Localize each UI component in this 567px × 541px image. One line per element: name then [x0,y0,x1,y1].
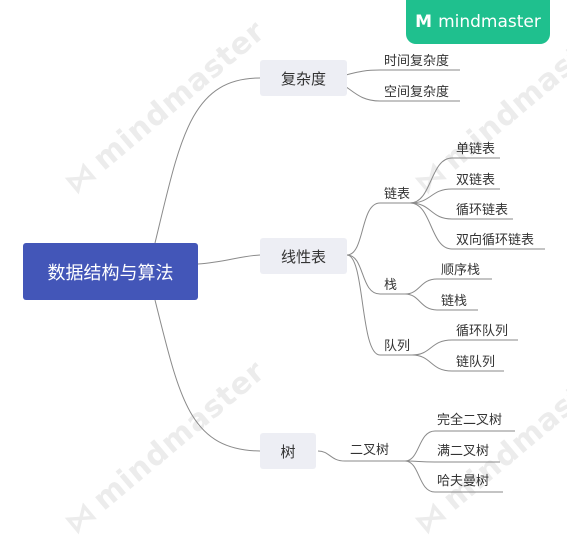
leaf-singly-linked[interactable]: 单链表 [456,142,496,157]
topic-complexity[interactable]: 复杂度 [260,60,347,96]
leaf-sequential-stack[interactable]: 顺序栈 [441,263,481,278]
subtopic-queue[interactable]: 队列 [384,339,411,354]
connector-lines [154,69,545,493]
connector-stack-linked [404,293,478,311]
subtopic-binary-tree[interactable]: 二叉树 [350,443,390,458]
mindmaster-logo-icon: M [415,12,433,32]
leaf-huffman-tree[interactable]: 哈夫曼树 [437,474,490,489]
topic-linear-list[interactable]: 线性表 [260,238,347,274]
root-topic[interactable]: 数据结构与算法 [23,243,198,300]
leaf-doubly-linked[interactable]: 双链表 [456,173,496,188]
leaf-full-binary-tree[interactable]: 满二叉树 [437,444,490,459]
leaf-linked-stack[interactable]: 链栈 [441,294,468,309]
connector-queue-circular [411,339,518,356]
connector-stack-seq [404,278,492,295]
leaf-circular-linked[interactable]: 循环链表 [456,203,509,218]
connector-linear-list [346,202,410,256]
connector-list-single [409,157,500,204]
connector-binary-huffman [404,460,503,493]
brand-name: mindmaster [438,12,541,32]
subtopic-space-complexity[interactable]: 空间复杂度 [384,85,450,100]
connector-queue-linked [411,354,504,372]
connector-root-complexity [154,77,261,244]
connector-list-circular [409,202,513,220]
connector-list-double [409,188,500,204]
subtopic-linked-list[interactable]: 链表 [384,187,411,202]
mindmap-canvas: ⋈mindmaster ⋈mindmaster ⋈mindmaster ⋈min… [23,0,567,541]
connector-binary-full [404,460,500,463]
connector-linear-stack [346,254,405,295]
subtopic-stack[interactable]: 栈 [384,278,398,293]
connector-list-double-circular [409,202,545,250]
leaf-circular-queue[interactable]: 循环队列 [456,324,509,339]
leaf-doubly-circular-linked[interactable]: 双向循环链表 [456,233,535,248]
connector-binary-complete [404,430,515,462]
topic-tree[interactable]: 树 [260,433,316,469]
connector-root-tree [154,299,261,452]
leaf-complete-binary-tree[interactable]: 完全二叉树 [437,413,503,428]
leaf-linked-queue[interactable]: 链队列 [456,355,496,370]
mindmaster-badge[interactable]: M mindmaster [406,0,550,44]
connector-tree-binary [317,450,405,462]
connector-root-linear [197,254,261,265]
connector-linear-queue [346,254,412,356]
subtopic-time-complexity[interactable]: 时间复杂度 [384,54,450,69]
